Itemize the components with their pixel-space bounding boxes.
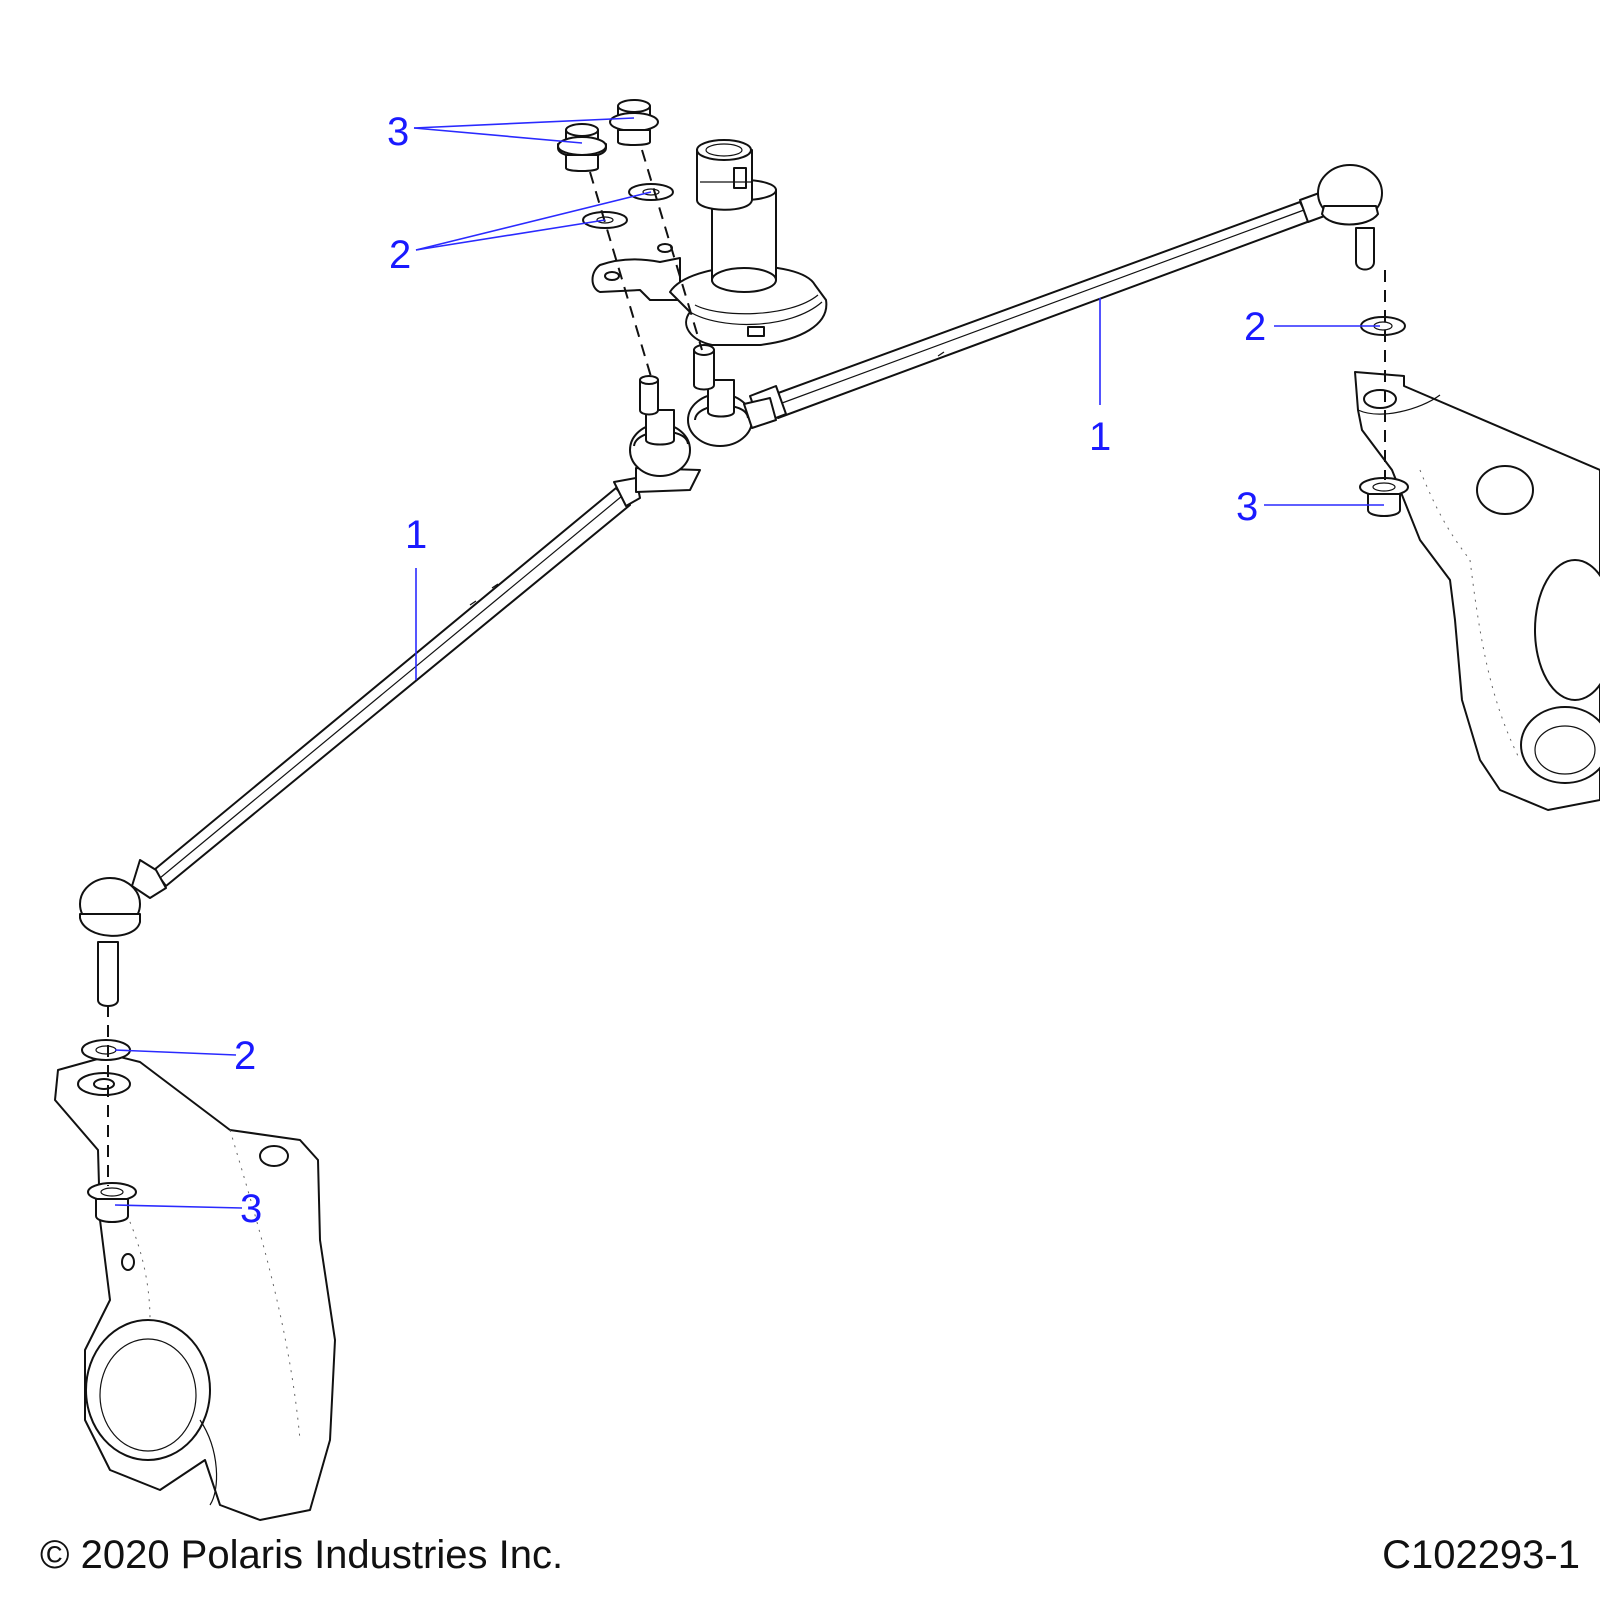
right-steering-knuckle [1354, 371, 1600, 811]
center-rod-ends [629, 344, 777, 493]
callout-nut-left: 3 [240, 1187, 262, 1231]
assembly-centerlines [107, 149, 1386, 1186]
left-steering-knuckle [54, 1054, 336, 1521]
copyright-notice: © 2020 Polaris Industries Inc. [40, 1533, 564, 1577]
washer-left [81, 1039, 131, 1061]
tie-rod-right [749, 164, 1383, 425]
flange-nut-top-left [557, 123, 607, 172]
callout-washer-left: 2 [234, 1034, 256, 1078]
callout-nut-top: 3 [387, 110, 409, 154]
callout-tie-rod-right: 1 [1089, 415, 1111, 459]
flange-nut-left [87, 1182, 137, 1223]
callout-washer-top: 2 [389, 233, 411, 277]
flange-nut-right [1359, 477, 1409, 517]
tie-rod-left [79, 477, 641, 1007]
steering-gearbox [591, 139, 828, 346]
figure-id: C102293-1 [1382, 1533, 1580, 1577]
callout-nut-right: 3 [1236, 485, 1258, 529]
callout-washer-right: 2 [1244, 305, 1266, 349]
leader-lines [114, 117, 1384, 1209]
callout-tie-rod-left: 1 [405, 513, 427, 557]
flange-nut-top-right [609, 99, 659, 146]
